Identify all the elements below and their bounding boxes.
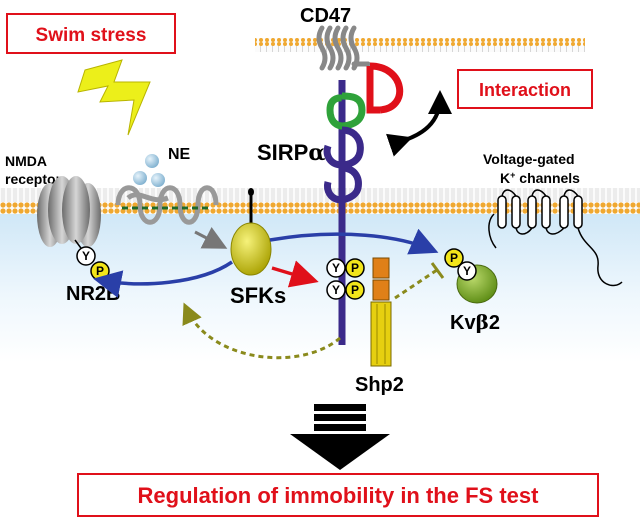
nmda-receptor <box>37 176 101 247</box>
sirpa-c1-domain <box>323 126 364 169</box>
adrenergic-receptor <box>115 185 219 225</box>
svg-text:Y: Y <box>82 249 90 263</box>
cd47-ig-domain <box>366 62 404 114</box>
svg-text:P: P <box>450 251 458 265</box>
partner-membrane <box>255 38 585 52</box>
interaction-label: Interaction <box>479 80 571 100</box>
lightning-bolt-icon <box>77 59 151 136</box>
vgkc-label-line2: K+ channels <box>500 170 580 186</box>
nmda-label-line1: NMDA <box>5 153 47 169</box>
svg-text:P: P <box>96 264 104 278</box>
interaction-double-arrow <box>385 90 452 157</box>
sfk-kinase <box>230 188 272 276</box>
receptor-to-sfk-arrow <box>194 227 228 249</box>
sfks-label: SFKs <box>230 283 286 308</box>
kvb2-label: Kvβ2 <box>450 310 500 334</box>
svg-text:Y: Y <box>332 283 340 297</box>
sfk-to-nr2b-arrow <box>93 260 233 298</box>
shp2-label: Shp2 <box>355 374 404 396</box>
ne-molecules <box>133 154 165 187</box>
regulation-box: Regulation of immobility in the FS test <box>77 473 599 517</box>
kv-channel <box>488 189 623 287</box>
sfk-to-kvb2-arrow <box>269 228 439 255</box>
nr2b-label: NR2B <box>66 283 120 305</box>
svg-text:Y: Y <box>332 261 340 275</box>
regulation-label: Regulation of immobility in the FS test <box>138 483 540 508</box>
cd47-label: CD47 <box>300 5 351 27</box>
svg-text:P: P <box>351 261 359 275</box>
vgkc-label-line1: Voltage-gated <box>483 151 575 167</box>
swim-stress-box: Swim stress <box>6 13 176 54</box>
ne-label: NE <box>168 146 191 163</box>
sirpa-v-domain <box>341 92 366 130</box>
interaction-box: Interaction <box>457 69 593 109</box>
swim-stress-label: Swim stress <box>36 25 147 46</box>
sfk-to-sirpa-arrow <box>271 260 319 288</box>
svg-text:Y: Y <box>463 264 471 278</box>
kvb2-subunit: P Y <box>444 248 498 304</box>
shp2-phosphatase <box>370 257 392 367</box>
big-down-arrow <box>290 404 390 470</box>
svg-text:P: P <box>351 283 359 297</box>
sirpa-c2-domain <box>324 164 362 204</box>
sirpa-phospho-sites: Y P Y P <box>326 258 365 300</box>
shp2-feedback-arrow <box>182 302 341 360</box>
cd47-protein <box>316 25 371 71</box>
sirpa-label: SIRPα <box>257 140 325 166</box>
nmda-label-line2: receptor <box>5 171 62 187</box>
